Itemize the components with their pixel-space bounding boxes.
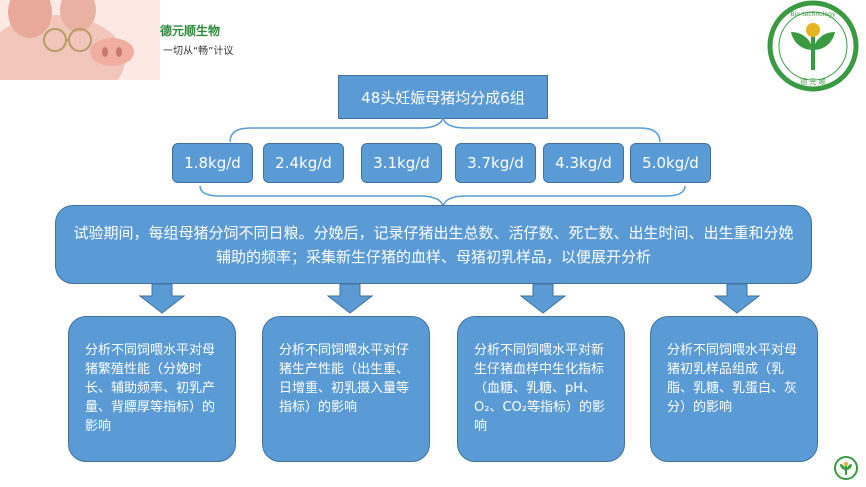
brand-slogan: 一切从“畅”计议: [163, 46, 234, 57]
small-logo-icon: [834, 456, 858, 480]
dose-label: 3.1kg/d: [373, 154, 430, 172]
upper-brace: [229, 115, 661, 143]
result-box-blood-biochem: 分析不同饲喂水平对新生仔猪血样中生化指标（血糖、乳糖、pH、O₂、CO₂等指标）…: [457, 316, 625, 462]
arrow-1: [138, 283, 186, 314]
group-summary-label: 48头妊娠母猪均分成6组: [361, 88, 525, 107]
arrow-2: [326, 283, 374, 314]
dose-label: 2.4kg/d: [275, 154, 332, 172]
result-text: 分析不同饲喂水平对母猪繁殖性能（分娩时长、辅助频率、初乳产量、背膘厚等指标）的影…: [85, 343, 216, 434]
dose-box-5: 4.3kg/d: [543, 143, 624, 183]
dose-box-1: 1.8kg/d: [172, 143, 253, 183]
dose-label: 1.8kg/d: [184, 154, 241, 172]
dose-box-6: 5.0kg/d: [630, 143, 711, 183]
dose-label: 4.3kg/d: [555, 154, 612, 172]
arrow-3: [519, 283, 567, 314]
brand-name: 德元顺生物: [160, 24, 221, 38]
group-summary-box: 48头妊娠母猪均分成6组: [338, 75, 548, 119]
dose-box-2: 2.4kg/d: [263, 143, 344, 183]
procedure-description: 试验期间，每组母猪分饲不同日粮。分娩后，记录仔猪出生总数、活仔数、死亡数、出生时…: [73, 223, 794, 266]
pig-photo-icon: [0, 0, 160, 80]
dose-box-4: 3.7kg/d: [455, 143, 536, 183]
lower-brace: [199, 185, 686, 209]
dose-label: 5.0kg/d: [642, 154, 699, 172]
brand-logo-icon: Bio-technology 德 元 顺: [767, 0, 859, 92]
procedure-description-box: 试验期间，每组母猪分饲不同日粮。分娩后，记录仔猪出生总数、活仔数、死亡数、出生时…: [55, 205, 812, 284]
result-box-sow-reproduction: 分析不同饲喂水平对母猪繁殖性能（分娩时长、辅助频率、初乳产量、背膘厚等指标）的影…: [68, 316, 236, 462]
result-box-piglet-performance: 分析不同饲喂水平对仔猪生产性能（出生重、日增重、初乳摄入量等指标）的影响: [262, 316, 430, 462]
result-text: 分析不同饲喂水平对仔猪生产性能（出生重、日增重、初乳摄入量等指标）的影响: [279, 343, 410, 415]
dose-box-3: 3.1kg/d: [361, 143, 442, 183]
result-box-colostrum: 分析不同饲喂水平对母猪初乳样品组成（乳脂、乳糖、乳蛋白、灰分）的影响: [650, 316, 818, 462]
logo-chars: 德 元 顺: [800, 77, 825, 86]
result-text: 分析不同饲喂水平对新生仔猪血样中生化指标（血糖、乳糖、pH、O₂、CO₂等指标）…: [474, 343, 605, 434]
header-brand: 德元顺生物 一切从“畅”计议: [0, 0, 255, 80]
logo-ring-text: Bio-technology: [790, 11, 835, 18]
arrow-4: [713, 283, 761, 314]
result-text: 分析不同饲喂水平对母猪初乳样品组成（乳脂、乳糖、乳蛋白、灰分）的影响: [667, 343, 798, 415]
dose-label: 3.7kg/d: [467, 154, 524, 172]
